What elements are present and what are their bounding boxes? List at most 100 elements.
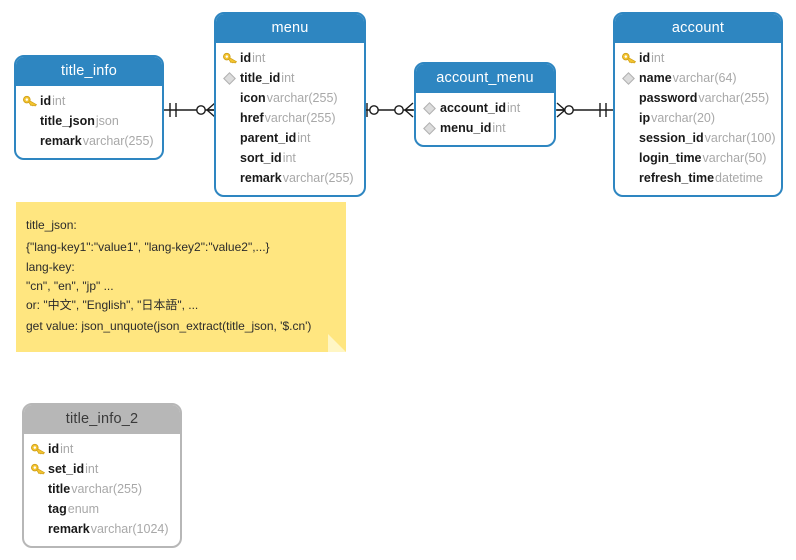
note-line: or: "中文", "English", "日本語", ... <box>26 298 199 312</box>
field-name: login_time <box>639 151 702 165</box>
field-type: varchar(100) <box>704 131 776 145</box>
field-name: id <box>40 94 52 108</box>
field-name: name <box>639 71 672 85</box>
diamond-icon <box>222 68 240 88</box>
entity-title_info_2-header: title_info_2 <box>24 405 180 434</box>
field-type: varchar(1024) <box>90 522 169 536</box>
note-line: title_json: <box>26 218 77 232</box>
key-icon <box>30 439 48 459</box>
relationship-menu-account_menu[interactable] <box>363 100 417 120</box>
field-mark-none <box>621 108 639 128</box>
field-type: int <box>507 101 521 115</box>
field-name: title_json <box>40 114 95 128</box>
relationship-account_menu-account[interactable] <box>555 100 615 120</box>
field-type: int <box>282 151 296 165</box>
field-name: remark <box>40 134 82 148</box>
field-mark-none <box>222 168 240 188</box>
field-type: int <box>85 462 99 476</box>
field-type: int <box>651 51 665 65</box>
note-title_json[interactable]: title_json: {"lang-key1":"value1", "lang… <box>16 202 346 352</box>
field-mark-none <box>621 148 639 168</box>
field-mark-none <box>30 479 48 499</box>
field-name: href <box>240 111 264 125</box>
field-mark-none <box>222 88 240 108</box>
field-type: varchar(255) <box>71 482 143 496</box>
field-name: remark <box>240 171 282 185</box>
note-fold-highlight-icon <box>328 334 346 352</box>
field-name: session_id <box>639 131 704 145</box>
field-name: id <box>240 51 252 65</box>
field-type: varchar(255) <box>82 134 154 148</box>
field-type: varchar(64) <box>672 71 737 85</box>
note-line: get value: json_unquote(json_extract(tit… <box>26 319 312 333</box>
note-line: {"lang-key1":"value1", "lang-key2":"valu… <box>26 240 270 254</box>
field-name: account_id <box>440 101 506 115</box>
note-line: "cn", "en", "jp" ... <box>26 279 114 293</box>
field-name: remark <box>48 522 90 536</box>
field-type: varchar(255) <box>264 111 336 125</box>
field-type: varchar(255) <box>282 171 354 185</box>
note-line: lang-key: <box>26 260 75 274</box>
field-name: id <box>48 442 60 456</box>
entity-account_menu-header: account_menu <box>416 64 554 93</box>
field-name: ip <box>639 111 651 125</box>
key-icon <box>621 48 639 68</box>
key-icon <box>22 91 40 111</box>
field-type: int <box>252 51 266 65</box>
field-mark-none <box>222 128 240 148</box>
field-type: enum <box>67 502 100 516</box>
field-mark-none <box>222 108 240 128</box>
entity-menu-header: menu <box>216 14 364 43</box>
field-name: menu_id <box>440 121 492 135</box>
entity-title_info-header: title_info <box>16 57 162 86</box>
field-name: title_id <box>240 71 281 85</box>
key-icon <box>222 48 240 68</box>
field-mark-none <box>222 148 240 168</box>
entity-account-header: account <box>615 14 781 43</box>
field-type: varchar(50) <box>702 151 767 165</box>
relationship-title_info-menu[interactable] <box>163 100 219 120</box>
field-name: password <box>639 91 698 105</box>
diamond-icon <box>422 118 440 138</box>
field-type: varchar(255) <box>266 91 338 105</box>
field-name: icon <box>240 91 266 105</box>
field-mark-none <box>30 499 48 519</box>
field-name: set_id <box>48 462 85 476</box>
field-name: title <box>48 482 71 496</box>
field-mark-none <box>30 519 48 539</box>
field-type: varchar(20) <box>651 111 716 125</box>
field-type: datetime <box>715 171 763 185</box>
